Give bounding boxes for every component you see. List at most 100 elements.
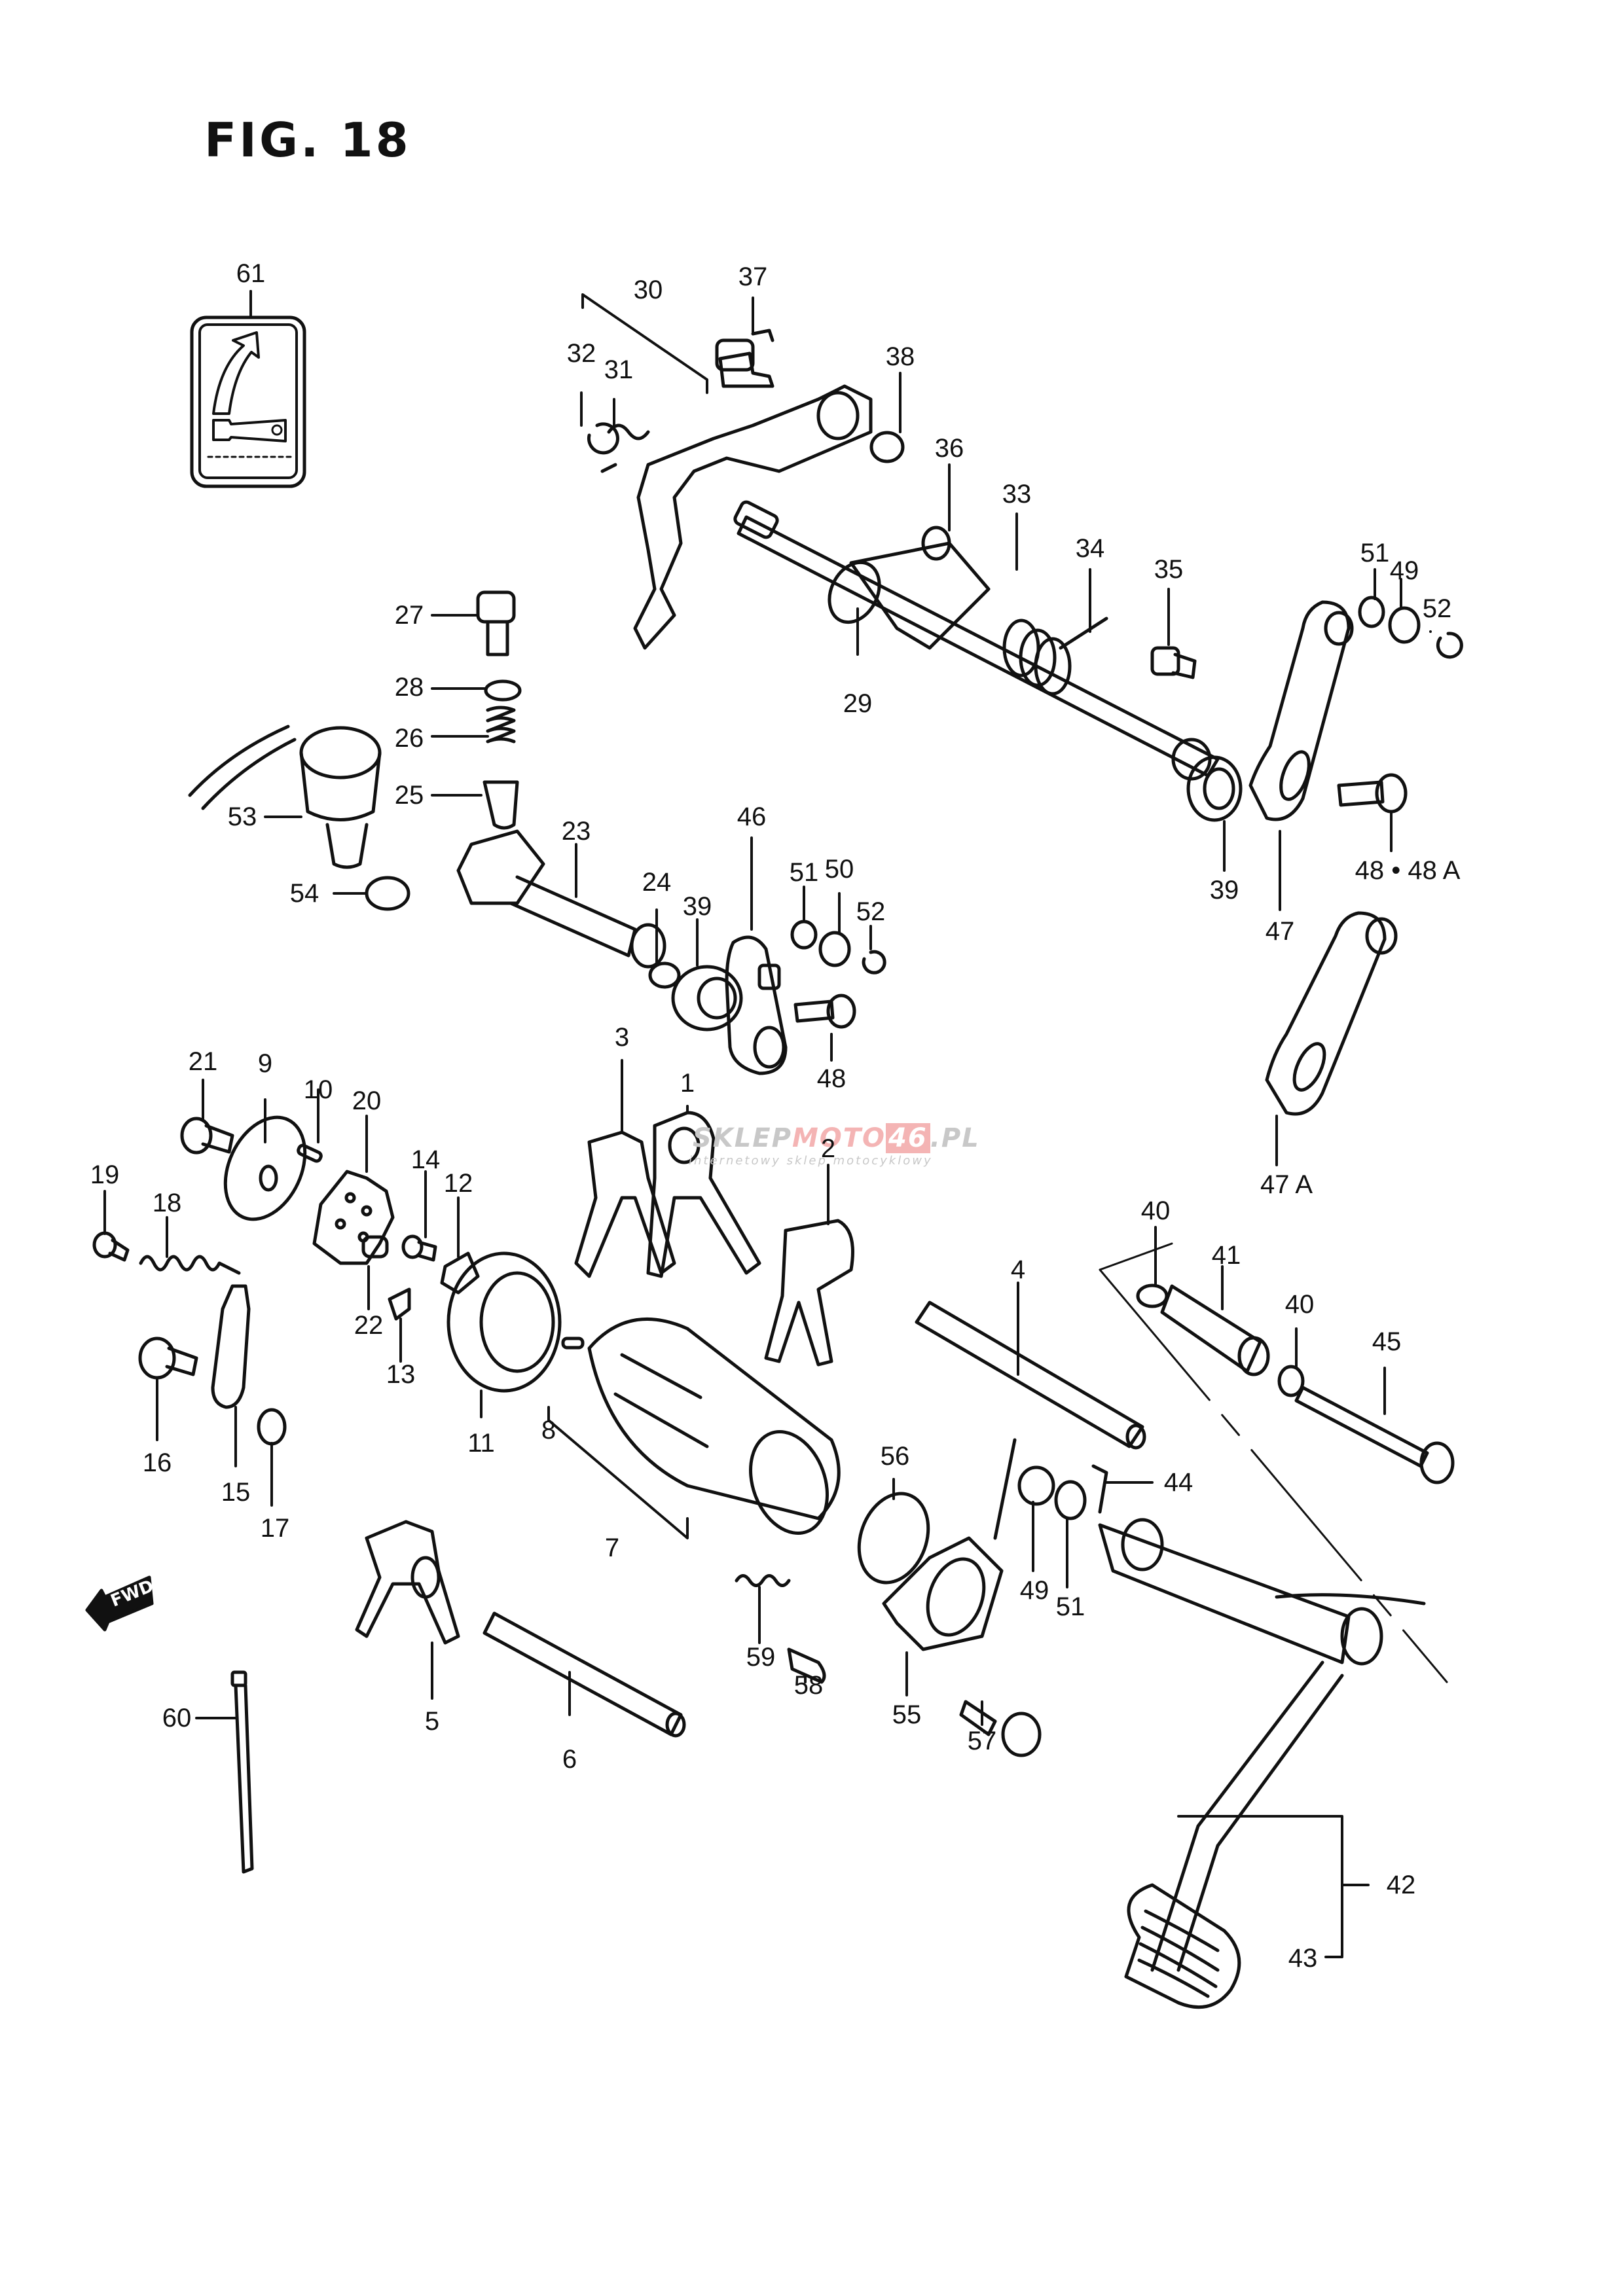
part-40-o-ring (1136, 1283, 1169, 1308)
part-39-oil-seal-left (671, 965, 743, 1031)
callout-39[interactable]: 39 (682, 892, 712, 921)
callout-52[interactable]: 52 (1422, 594, 1452, 623)
callout-14[interactable]: 14 (410, 1145, 441, 1174)
callout-2[interactable]: 2 (820, 1134, 836, 1163)
leader-lines (103, 290, 1432, 1726)
part-55-gear-position-switch (882, 1438, 1017, 1651)
callout-24[interactable]: 24 (642, 868, 672, 897)
callout-38[interactable]: 38 (885, 342, 915, 371)
callout-60[interactable]: 60 (162, 1704, 192, 1732)
callout-10[interactable]: 10 (303, 1075, 333, 1104)
part-42-gearshift-lever (1098, 1518, 1426, 1972)
callout-39-b[interactable]: 39 (1209, 876, 1239, 905)
part-46-shift-lever (725, 935, 788, 1075)
callout-42[interactable]: 42 (1386, 1871, 1416, 1899)
callout-5[interactable]: 5 (424, 1707, 440, 1736)
callout-22[interactable]: 22 (354, 1311, 384, 1340)
callout-49-b[interactable]: 49 (1019, 1576, 1049, 1605)
callout-55[interactable]: 55 (892, 1700, 922, 1729)
callout-20[interactable]: 20 (352, 1086, 382, 1115)
callout-47A[interactable]: 47 A (1260, 1170, 1313, 1199)
part-49-washer (1388, 606, 1421, 644)
callout-25[interactable]: 25 (394, 781, 424, 810)
callout-1[interactable]: 1 (680, 1069, 695, 1098)
watermark-part-1: SKLEP (693, 1123, 792, 1153)
callout-18[interactable]: 18 (152, 1189, 182, 1217)
part-47A-shift-lever (1265, 911, 1398, 1116)
part-32-circlip (587, 422, 619, 455)
callout-61[interactable]: 61 (236, 259, 266, 288)
callout-54[interactable]: 54 (289, 879, 319, 908)
callout-13[interactable]: 13 (386, 1360, 416, 1389)
callout-19[interactable]: 19 (90, 1160, 120, 1189)
watermark-part-3: 46 (886, 1123, 930, 1153)
callout-49[interactable]: 49 (1389, 556, 1419, 585)
callout-37[interactable]: 37 (738, 262, 768, 291)
part-1-shift-fork (646, 1111, 761, 1278)
callout-43[interactable]: 43 (1288, 1944, 1318, 1973)
part-61-shift-decal (190, 290, 306, 488)
callout-9[interactable]: 9 (257, 1049, 273, 1078)
callout-51[interactable]: 51 (1360, 539, 1390, 567)
callout-32[interactable]: 32 (566, 339, 596, 368)
callout-34[interactable]: 34 (1075, 534, 1105, 563)
callout-36[interactable]: 36 (934, 434, 964, 463)
callout-48[interactable]: 48 (816, 1064, 847, 1093)
callout-28[interactable]: 28 (394, 673, 424, 702)
callout-35[interactable]: 35 (1154, 555, 1184, 584)
part-52-circlip (1436, 632, 1463, 659)
callout-23[interactable]: 23 (561, 817, 591, 846)
part-48-bolt (1337, 773, 1408, 814)
callout-40[interactable]: 40 (1140, 1196, 1171, 1225)
alignment-line (1099, 1268, 1448, 1683)
part-39-oil-seal (1186, 755, 1243, 822)
callout-47[interactable]: 47 (1265, 917, 1295, 946)
part-54-o-ring (365, 876, 410, 911)
callout-44[interactable]: 44 (1163, 1468, 1193, 1497)
part-47-shift-lever (1248, 600, 1354, 821)
callout-40-b[interactable]: 40 (1284, 1290, 1315, 1319)
part-36-nut (921, 526, 951, 561)
callout-17[interactable]: 17 (260, 1514, 290, 1543)
callout-48-48A[interactable]: 48 • 48 A (1355, 856, 1461, 885)
callout-51-c[interactable]: 51 (1055, 1592, 1085, 1621)
callout-29[interactable]: 29 (843, 689, 873, 718)
part-23-shift-shaft (456, 829, 666, 969)
part-19-bolt (92, 1231, 130, 1262)
part-24-washer (648, 961, 681, 989)
callout-59[interactable]: 59 (746, 1643, 776, 1672)
part-31-spring (600, 423, 650, 473)
part-13-washer (388, 1287, 411, 1321)
callout-56[interactable]: 56 (880, 1442, 910, 1471)
callout-50[interactable]: 50 (824, 855, 854, 884)
callout-8[interactable]: 8 (541, 1416, 556, 1444)
callout-27[interactable]: 27 (394, 601, 424, 630)
callout-11[interactable]: 11 (467, 1429, 495, 1458)
callout-26[interactable]: 26 (394, 724, 424, 753)
callout-51-b[interactable]: 51 (789, 858, 819, 887)
part-30-shift-arm (633, 384, 873, 650)
callout-21[interactable]: 21 (188, 1047, 218, 1076)
callout-4[interactable]: 4 (1010, 1255, 1026, 1284)
callout-6[interactable]: 6 (562, 1745, 577, 1774)
callout-33[interactable]: 33 (1002, 480, 1032, 509)
part-45-bolt (1294, 1386, 1455, 1484)
callout-7[interactable]: 7 (604, 1534, 620, 1562)
callout-52-b[interactable]: 52 (856, 897, 886, 926)
callout-45[interactable]: 45 (1372, 1327, 1402, 1356)
callout-12[interactable]: 12 (443, 1169, 473, 1198)
callout-46[interactable]: 46 (737, 802, 767, 831)
callout-53[interactable]: 53 (227, 802, 257, 831)
callout-41[interactable]: 41 (1211, 1241, 1241, 1270)
callout-30[interactable]: 30 (633, 276, 663, 304)
callout-58[interactable]: 58 (793, 1671, 824, 1700)
callout-31[interactable]: 31 (604, 355, 634, 384)
callout-15[interactable]: 15 (221, 1478, 251, 1507)
part-22-pin (361, 1235, 389, 1259)
part-60-cable-tie (230, 1670, 254, 1874)
part-4-fork-shaft (915, 1300, 1146, 1450)
callout-16[interactable]: 16 (142, 1448, 172, 1477)
callout-3[interactable]: 3 (614, 1023, 630, 1052)
callout-57[interactable]: 57 (967, 1727, 997, 1755)
